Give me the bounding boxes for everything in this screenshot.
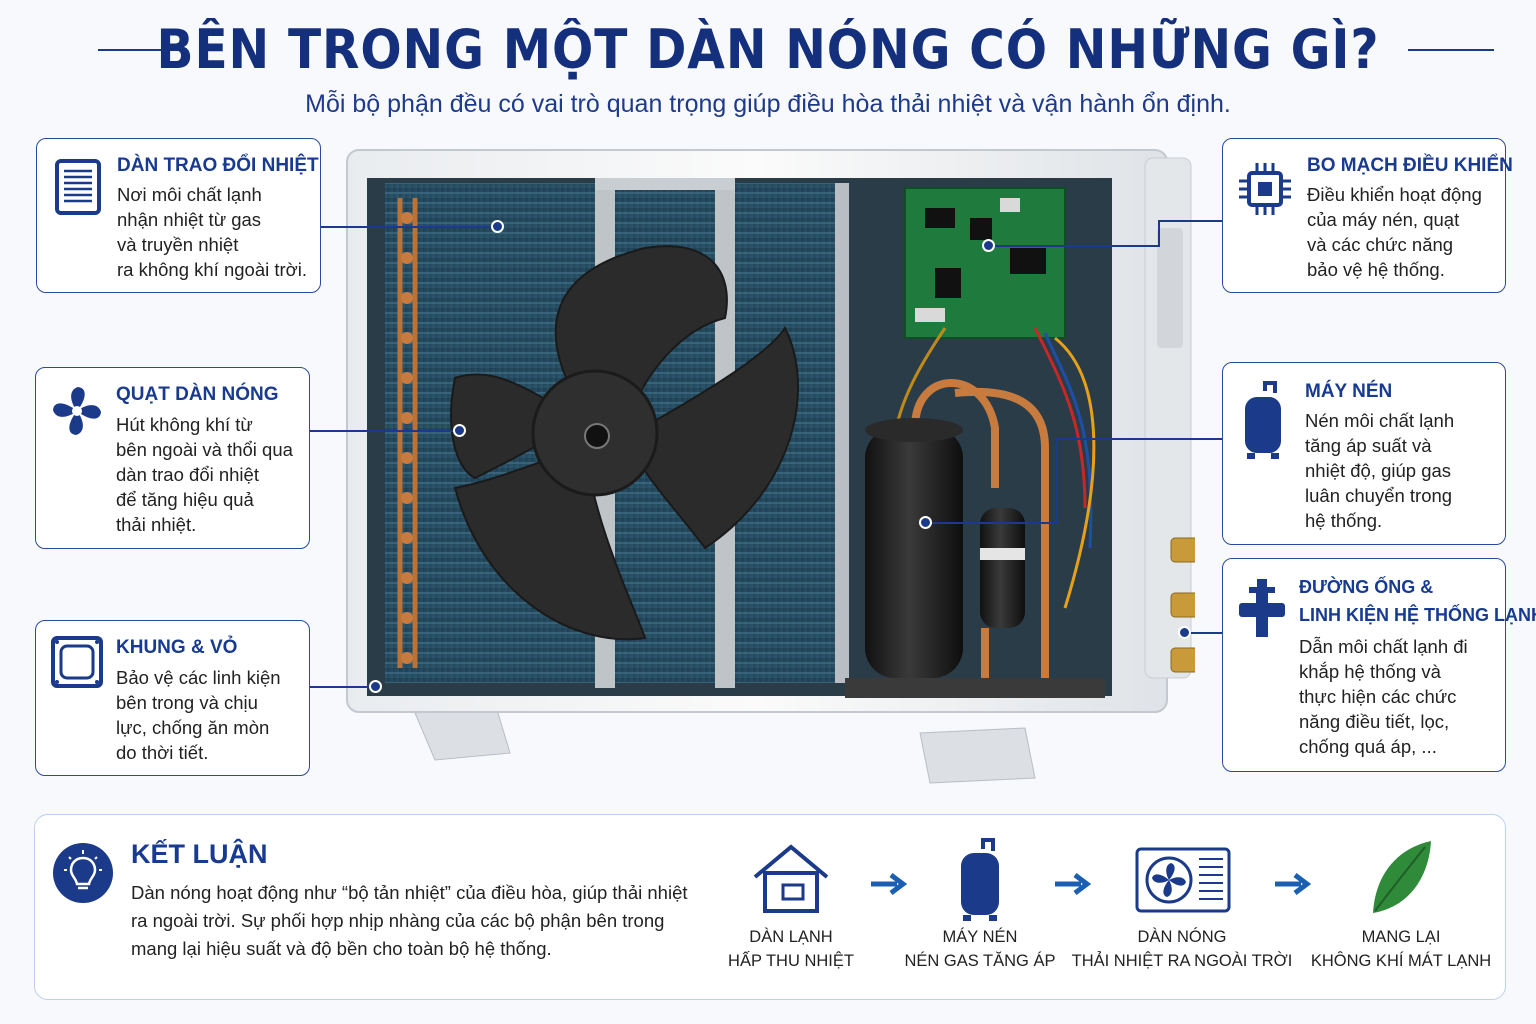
outdoor-unit-icon <box>1135 847 1231 913</box>
card-title: QUẠT DÀN NÓNG <box>116 384 279 405</box>
pointer-piping <box>1178 626 1191 639</box>
conclusion-panel: KẾT LUẬN Dàn nóng hoạt động như “bộ tản … <box>34 814 1506 1000</box>
card-control-board: BO MẠCH ĐIỀU KHIỂN Điều khiển hoạt động … <box>1222 138 1513 293</box>
flow-step-line1: MANG LẠI <box>1361 928 1441 946</box>
connector-compressor <box>928 522 1056 524</box>
card-body: Nơi môi chất lạnh nhận nhiệt từ gas và t… <box>117 184 308 280</box>
card-body: Bảo vệ các linh kiện bên trong và chịu l… <box>116 667 281 763</box>
connector-compressor-end <box>1056 438 1222 440</box>
card-fan: QUẠT DÀN NÓNG Hút không khí từ bên ngoài… <box>35 367 310 549</box>
chip-icon <box>1239 163 1291 215</box>
pointer-frame <box>369 680 382 693</box>
flow-step-line2: THẢI NHIỆT RA NGOÀI TRỜI <box>1071 952 1293 970</box>
arrow-right-icon <box>1055 873 1092 895</box>
outdoor-unit-illustration <box>346 149 1195 784</box>
pointer-fan <box>453 424 466 437</box>
title-rule-right <box>1408 49 1494 51</box>
page-title: BÊN TRONG MỘT DÀN NÓNG CÓ NHỮNG GÌ? <box>156 18 1380 81</box>
arrow-right-icon <box>1275 873 1312 895</box>
connector-heat-exchanger <box>320 226 496 228</box>
pointer-heat-exchanger <box>491 220 504 233</box>
valve-icon <box>1239 579 1285 637</box>
flow-step-line1: DÀN LẠNH <box>749 928 833 946</box>
compressor-icon <box>961 838 999 921</box>
card-body: Điều khiển hoạt động của máy nén, quạt v… <box>1307 184 1482 280</box>
fan-icon <box>53 387 101 435</box>
flow-step-line2: KHÔNG KHÍ MÁT LẠNH <box>1310 952 1492 970</box>
card-body: Dẫn môi chất lạnh đi khắp hệ thống và th… <box>1299 636 1468 757</box>
card-title: KHUNG & VỎ <box>116 637 238 658</box>
page-subtitle: Mỗi bộ phận đều có vai trò quan trọng gi… <box>305 90 1231 118</box>
frame-icon <box>51 636 103 688</box>
pointer-control-board <box>982 239 995 252</box>
flow-step-2: MÁY NÉN NÉN GAS TĂNG ÁP <box>903 925 1057 973</box>
card-body: Hút không khí từ bên ngoài và thổi qua d… <box>116 414 293 535</box>
card-title: MÁY NÉN <box>1305 381 1393 402</box>
flow-step-4: MANG LẠI KHÔNG KHÍ MÁT LẠNH <box>1309 925 1493 973</box>
card-body: Nén môi chất lạnh tăng áp suất và nhiệt … <box>1305 410 1455 531</box>
card-piping: ĐƯỜNG ỐNG & LINH KIỆN HỆ THỐNG LẠNH Dẫn … <box>1222 558 1536 772</box>
conclusion-body: Dàn nóng hoạt động như “bộ tản nhiệt” củ… <box>131 882 688 959</box>
flow-step-line1: DÀN NÓNG <box>1137 928 1227 946</box>
connector-fan <box>310 430 458 432</box>
conclusion-title: KẾT LUẬN <box>131 839 268 869</box>
connector-control-board-vertical <box>1158 220 1160 247</box>
flow-step-3: DÀN NÓNG THẢI NHIỆT RA NGOÀI TRỜI <box>1071 925 1293 973</box>
pointer-compressor <box>919 516 932 529</box>
header: BÊN TRONG MỘT DÀN NÓNG CÓ NHỮNG GÌ? <box>0 14 1536 84</box>
card-title: BO MẠCH ĐIỀU KHIỂN <box>1307 155 1513 176</box>
card-title-line1: ĐƯỜNG ỐNG & <box>1299 577 1434 597</box>
connector-control-board <box>990 245 1158 247</box>
flow-step-1: DÀN LẠNH HẤP THU NHIỆT <box>711 925 871 973</box>
card-compressor: MÁY NÉN Nén môi chất lạnh tăng áp suất v… <box>1222 362 1506 545</box>
arrow-right-icon <box>871 873 908 895</box>
house-icon <box>753 844 829 913</box>
compressor-icon <box>1245 381 1281 459</box>
connector-frame <box>310 686 372 688</box>
lightbulb-icon <box>53 843 113 903</box>
card-heat-exchanger: DÀN TRAO ĐỔI NHIỆT Nơi môi chất lạnh nhậ… <box>36 138 321 293</box>
connector-piping <box>1186 632 1222 634</box>
card-title-line2: LINH KIỆN HỆ THỐNG LẠNH <box>1299 605 1536 625</box>
flow-step-line2: HẤP THU NHIỆT <box>728 952 854 970</box>
connector-control-board-end <box>1158 220 1222 222</box>
heat-exchanger-icon <box>55 159 101 215</box>
connector-compressor-vertical <box>1056 438 1058 524</box>
title-rule-left <box>98 49 184 51</box>
card-frame: KHUNG & VỎ Bảo vệ các linh kiện bên tron… <box>35 620 310 776</box>
flow-step-line2: NÉN GAS TĂNG ÁP <box>904 952 1056 970</box>
leaf-icon <box>1373 841 1431 913</box>
card-title: DÀN TRAO ĐỔI NHIỆT <box>117 155 319 176</box>
flow-step-line1: MÁY NÉN <box>942 928 1018 946</box>
